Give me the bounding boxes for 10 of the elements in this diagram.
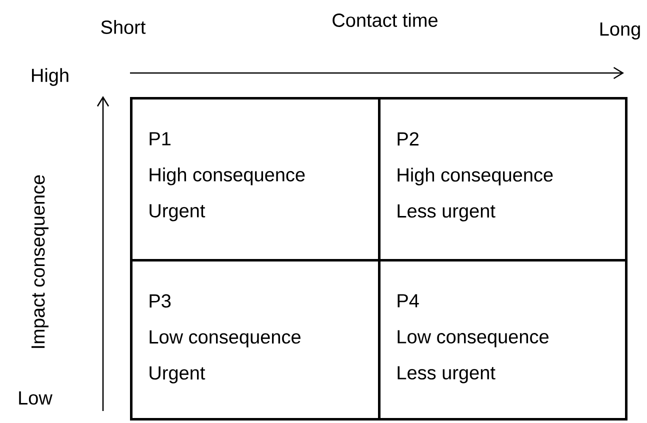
- axis-title: Contact time: [332, 13, 438, 27]
- quadrant-cell: P2 High consequence Less urgent: [378, 97, 628, 262]
- axis-title: Impact consequence: [32, 175, 48, 348]
- axis-label: Short: [101, 20, 146, 34]
- axis-label: Low: [19, 391, 52, 405]
- axis-label: Long: [600, 22, 640, 40]
- axis-label: High: [32, 68, 68, 86]
- quadrant-cell: P4 Low consequence Less urgent: [378, 259, 628, 420]
- quadrant-cell: P1 High consequence Urgent: [130, 97, 380, 262]
- quadrant-cell: P3 Low consequence Urgent: [130, 259, 380, 420]
